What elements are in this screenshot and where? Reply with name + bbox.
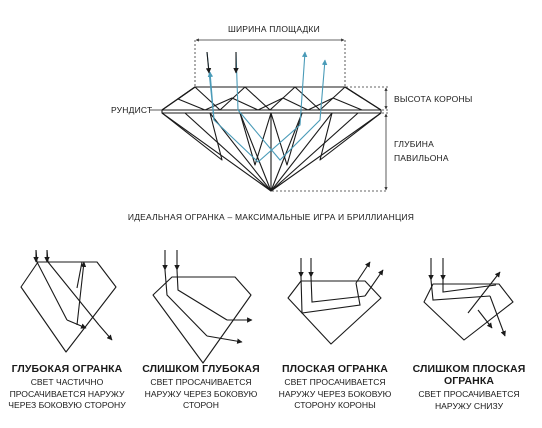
pavilion-depth-label-1: ГЛУБИНА bbox=[394, 139, 434, 149]
caption-too-deep-desc-2: НАРУЖУ ЧЕРЕЗ БОКОВУЮ bbox=[144, 388, 258, 399]
girdle-label: РУНДИСТ bbox=[111, 105, 153, 115]
caption-too-deep-desc-3: СТОРОН bbox=[183, 400, 219, 410]
too-shallow-cut-diamond bbox=[423, 258, 514, 341]
caption-too-shallow-title-1: СЛИШКОМ ПЛОСКАЯ bbox=[412, 363, 526, 375]
caption-shallow-desc-2: НАРУЖУ ЧЕРЕЗ БОКОВУЮ bbox=[278, 388, 392, 399]
main-diamond bbox=[161, 86, 382, 192]
caption-deep-desc-3: ЧЕРЕЗ БОКОВУЮ СТОРОНУ bbox=[8, 400, 126, 410]
caption-too-deep-desc-1: СВЕТ ПРОСАЧИВАЕТСЯ bbox=[150, 377, 252, 387]
too-deep-cut-diamond bbox=[152, 250, 253, 364]
caption-shallow-desc-3: СТОРОНУ КОРОНЫ bbox=[294, 400, 376, 410]
caption-too-shallow-desc-2: НАРУЖУ СНИЗУ bbox=[434, 400, 504, 411]
caption-deep-desc-1: СВЕТ ЧАСТИЧНО bbox=[30, 377, 104, 387]
table-width-label: ШИРИНА ПЛОЩАДКИ bbox=[228, 24, 320, 34]
main-light-rays bbox=[206, 51, 328, 163]
caption-too-deep: СЛИШКОМ ГЛУБОКАЯ СВЕТ ПРОСАЧИВАЕТСЯ НАРУ… bbox=[136, 363, 266, 412]
caption-deep-desc-2: ПРОСАЧИВАЕТСЯ НАРУЖУ bbox=[9, 388, 125, 399]
caption-shallow-title: ПЛОСКАЯ ОГРАНКА bbox=[282, 363, 388, 375]
dimension-lines bbox=[194, 40, 388, 192]
caption-too-deep-title: СЛИШКОМ ГЛУБОКАЯ bbox=[142, 363, 260, 375]
shallow-cut-diamond bbox=[287, 258, 384, 345]
pavilion-depth-label-2: ПАВИЛЬОНА bbox=[394, 153, 449, 163]
deep-cut-diamond bbox=[20, 249, 117, 353]
caption-shallow: ПЛОСКАЯ ОГРАНКА СВЕТ ПРОСАЧИВАЕТСЯ НАРУЖ… bbox=[270, 363, 400, 412]
caption-shallow-desc-1: СВЕТ ПРОСАЧИВАЕТСЯ bbox=[284, 377, 386, 387]
caption-too-shallow-title-2: ОГРАНКА bbox=[443, 375, 495, 387]
ideal-cut-headline: ИДЕАЛЬНАЯ ОГРАНКА – МАКСИМАЛЬНЫЕ ИГРА И … bbox=[127, 212, 415, 222]
caption-deep-title: ГЛУБОКАЯ ОГРАНКА bbox=[11, 363, 123, 375]
caption-deep: ГЛУБОКАЯ ОГРАНКА СВЕТ ЧАСТИЧНО ПРОСАЧИВА… bbox=[2, 363, 132, 412]
caption-too-shallow: СЛИШКОМ ПЛОСКАЯ ОГРАНКА СВЕТ ПРОСАЧИВАЕТ… bbox=[404, 363, 534, 412]
caption-too-shallow-desc-1: СВЕТ ПРОСАЧИВАЕТСЯ bbox=[418, 389, 520, 399]
crown-height-label: ВЫСОТА КОРОНЫ bbox=[394, 94, 473, 104]
